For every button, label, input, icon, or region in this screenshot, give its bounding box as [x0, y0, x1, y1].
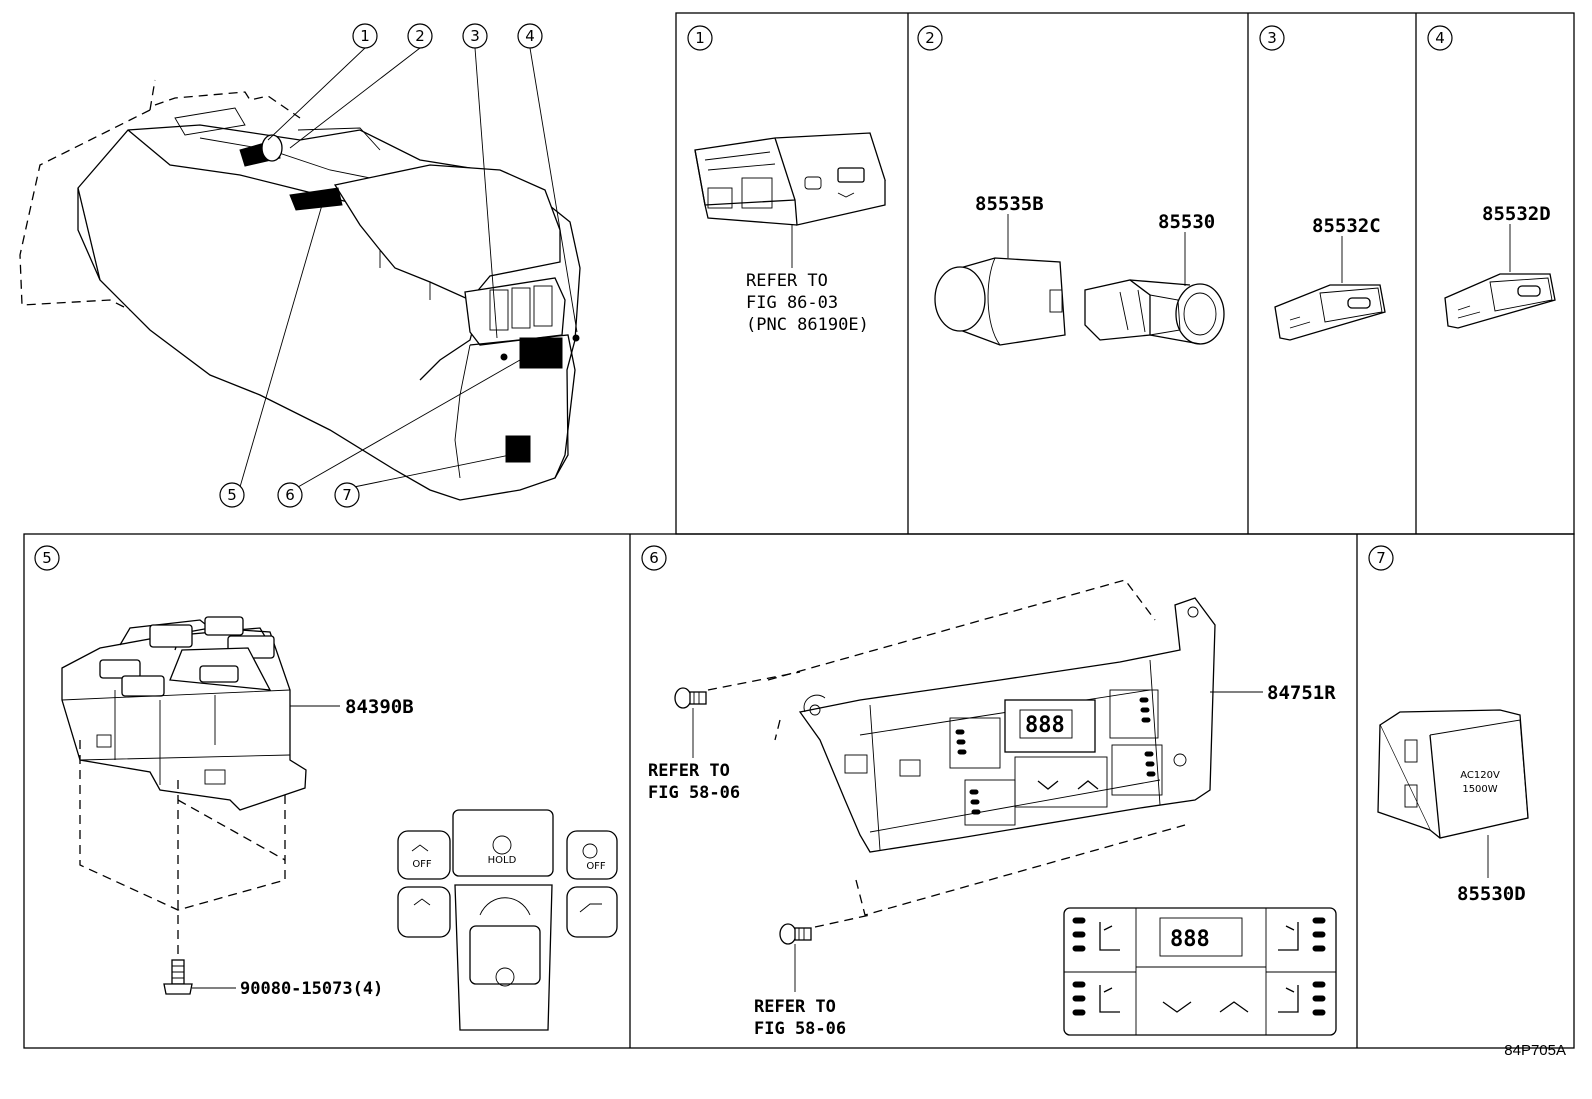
- svg-text:5: 5: [227, 486, 237, 504]
- drawing-id: 84P705A: [1504, 1042, 1566, 1059]
- callout-6: 6: [277, 482, 303, 508]
- svg-text:HOLD: HOLD: [488, 855, 517, 866]
- panel-6-refer-a-line1: REFER TO: [648, 761, 730, 781]
- svg-text:4: 4: [525, 27, 535, 45]
- part-85532d-label: 85532D: [1482, 203, 1551, 225]
- part-85530d-label: 85530D: [1457, 883, 1526, 905]
- panel-1-refer-line1: REFER TO: [746, 271, 828, 291]
- status-dots: [955, 697, 1156, 815]
- panel-6-refer-a-line2: FIG 58-06: [648, 783, 740, 803]
- svg-text:7: 7: [1376, 549, 1386, 567]
- part-85530-label: 85530: [1158, 211, 1215, 233]
- panel-5-number: 5: [34, 545, 60, 571]
- callout-4: 4: [517, 23, 543, 49]
- panel-1-refer-line2: FIG 86-03: [746, 293, 838, 313]
- socket-cap: [934, 257, 1066, 346]
- panel-2: 2 85535B 85530: [917, 25, 1225, 346]
- panel-6-number: 6: [641, 545, 667, 571]
- screw-lower: [779, 923, 812, 945]
- panel-6-refer-b-line2: FIG 58-06: [754, 1019, 846, 1039]
- part-85532c-label: 85532C: [1312, 215, 1381, 237]
- part-84390b-label: 84390B: [345, 696, 414, 718]
- svg-text:2: 2: [415, 27, 425, 45]
- panel-3: 3 85532C: [1259, 25, 1386, 341]
- svg-text:OFF: OFF: [586, 861, 606, 872]
- svg-text:6: 6: [649, 549, 659, 567]
- panel-4: 4 85532D: [1427, 25, 1556, 329]
- panel-7-number: 7: [1368, 545, 1394, 571]
- panel-1: 1 REFER TO FIG 86-03 (PNC 86190E): [687, 25, 886, 335]
- panel-1-refer-line3: (PNC 86190E): [746, 315, 869, 335]
- panel-7: 7 AC120V 1500W 85530D: [1368, 545, 1529, 905]
- overview-callouts: 1 2 3 4 5 6 7: [219, 23, 543, 508]
- panel-3-number: 3: [1259, 25, 1285, 51]
- callout-7: 7: [334, 482, 360, 508]
- switch-assembly: [61, 616, 307, 811]
- panel-1-number: 1: [687, 25, 713, 51]
- svg-text:1: 1: [360, 27, 370, 45]
- bolt-90080: [163, 959, 193, 995]
- climate-front-inset: 888: [1063, 907, 1337, 1036]
- svg-text:3: 3: [1267, 29, 1277, 47]
- climate-display-main: 888: [1025, 713, 1065, 738]
- ac-outlet-rating-2: 1500W: [1462, 784, 1497, 795]
- usb-module: [694, 132, 886, 226]
- svg-text:3: 3: [470, 27, 480, 45]
- panel-5: 5 84390B 90080-15073(4): [34, 545, 618, 1031]
- svg-text:7: 7: [342, 486, 352, 504]
- ac-outlet-rating-1: AC120V: [1460, 770, 1500, 781]
- callout-5: 5: [219, 482, 245, 508]
- power-socket: [1084, 279, 1225, 345]
- svg-text:2: 2: [925, 29, 935, 47]
- shift-panel-inset: OFF OFF HOLD: [397, 809, 618, 1031]
- ac-outlet: AC120V 1500W: [1377, 709, 1529, 839]
- panel-6-refer-b-line1: REFER TO: [754, 997, 836, 1017]
- callout-3: 3: [462, 23, 488, 49]
- usb-port-85532c: [1274, 284, 1386, 341]
- svg-text:1: 1: [695, 29, 705, 47]
- panel-6: 6 888: [641, 545, 1337, 1039]
- climate-control-switch: 888: [798, 597, 1216, 853]
- svg-text:4: 4: [1435, 29, 1445, 47]
- bolt-90080-label: 90080-15073(4): [240, 979, 383, 999]
- part-84751r-label: 84751R: [1267, 682, 1336, 704]
- panel-2-number: 2: [917, 25, 943, 51]
- screw-upper: [674, 687, 707, 709]
- part-85535b-label: 85535B: [975, 193, 1044, 215]
- svg-text:5: 5: [42, 549, 52, 567]
- svg-text:OFF: OFF: [412, 859, 432, 870]
- console-overview: [19, 47, 581, 501]
- panel-4-number: 4: [1427, 25, 1453, 51]
- callout-1: 1: [352, 23, 378, 49]
- climate-display-inset: 888: [1170, 927, 1210, 952]
- usb-port-85532d: [1444, 273, 1556, 329]
- callout-2: 2: [407, 23, 433, 49]
- panel-frame: [23, 12, 1575, 1049]
- inset-dots: [1072, 917, 1326, 1016]
- svg-text:6: 6: [285, 486, 295, 504]
